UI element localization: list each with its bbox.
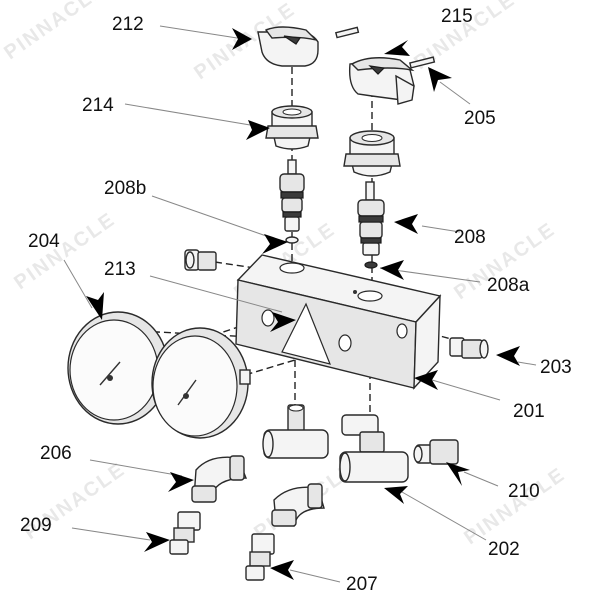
label-215: 215 bbox=[441, 6, 473, 27]
label-204: 204 bbox=[28, 231, 60, 252]
part-212-lever bbox=[257, 26, 319, 67]
label-207: 207 bbox=[346, 574, 378, 595]
arrow-208b bbox=[262, 234, 288, 254]
part-201-manifold bbox=[235, 254, 442, 390]
part-214-cap-right bbox=[343, 130, 401, 177]
arrow-203 bbox=[496, 346, 520, 366]
arrow-207 bbox=[270, 560, 294, 580]
label-203: 203 bbox=[540, 357, 572, 378]
part-204-gauge-front bbox=[151, 327, 251, 439]
arrow-204 bbox=[86, 292, 104, 320]
part-203-fitting-left bbox=[184, 249, 217, 271]
arrow-208 bbox=[394, 214, 418, 234]
label-208a: 208a bbox=[487, 275, 530, 296]
label-206: 206 bbox=[40, 443, 72, 464]
part-209-nipple bbox=[169, 511, 201, 555]
leader-arrows bbox=[86, 28, 520, 580]
arrow-205 bbox=[428, 67, 452, 92]
part-210-fitting bbox=[413, 439, 459, 465]
part-204-gauge-back bbox=[67, 311, 169, 425]
watermark-text: PINNACLE bbox=[460, 463, 569, 549]
label-205: 205 bbox=[464, 108, 496, 129]
label-213: 213 bbox=[104, 259, 136, 280]
part-pins bbox=[334, 26, 436, 69]
label-208b: 208b bbox=[104, 178, 146, 199]
part-203-fitting-right bbox=[449, 337, 489, 359]
label-201: 201 bbox=[513, 401, 545, 422]
part-215-lever bbox=[348, 57, 415, 105]
part-207-elbow bbox=[271, 483, 325, 527]
arrow-208a bbox=[380, 260, 404, 280]
label-208: 208 bbox=[454, 227, 486, 248]
arrow-202 bbox=[384, 486, 408, 504]
part-202-tee-left bbox=[262, 404, 329, 459]
label-214: 214 bbox=[82, 95, 114, 116]
part-206-elbow bbox=[191, 455, 248, 503]
part-202-tee-right bbox=[339, 414, 409, 483]
part-labels: 212 215 214 205 208b 208 204 213 208a 20… bbox=[20, 6, 572, 595]
part-207-nipple bbox=[245, 533, 275, 581]
arrow-213 bbox=[270, 312, 296, 332]
label-212: 212 bbox=[112, 14, 144, 35]
watermark-text: PINNACLE bbox=[10, 208, 119, 294]
arrow-214 bbox=[246, 120, 270, 140]
leader-lines bbox=[63, 25, 537, 583]
arrow-209 bbox=[144, 532, 170, 552]
label-202: 202 bbox=[488, 539, 520, 560]
label-209: 209 bbox=[20, 515, 52, 536]
label-210: 210 bbox=[508, 481, 540, 502]
arrow-201 bbox=[414, 370, 438, 390]
arrow-215 bbox=[384, 40, 410, 56]
arrow-212 bbox=[232, 28, 252, 50]
arrow-210 bbox=[446, 462, 470, 486]
watermark-text: PINNACLE bbox=[0, 0, 109, 64]
part-208-cartridge-left bbox=[279, 159, 305, 244]
arrow-206 bbox=[168, 472, 194, 492]
part-214-cap-left bbox=[265, 105, 319, 150]
part-208-cartridge-right bbox=[357, 181, 385, 269]
